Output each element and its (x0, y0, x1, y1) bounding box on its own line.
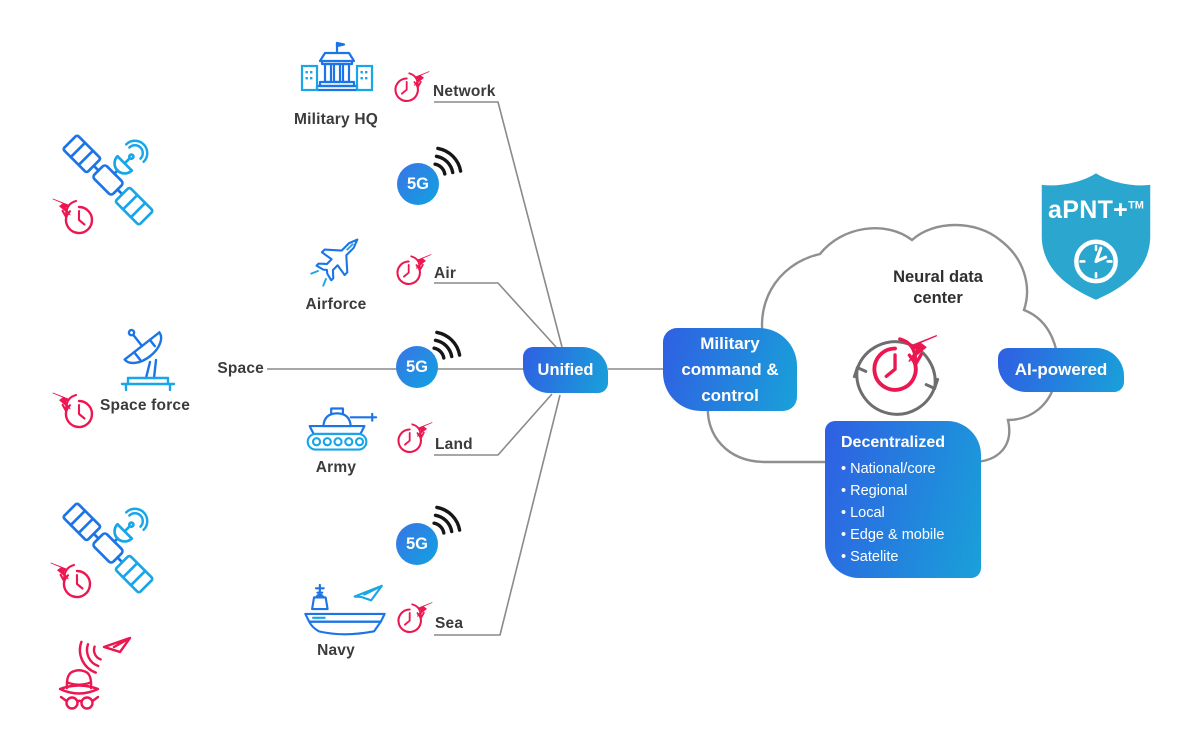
fighter-jet-icon (303, 224, 371, 292)
jamming-clock-icon (52, 392, 96, 432)
shield-clock-icon (1032, 170, 1160, 304)
decentralized-list: National/core Regional Local Edge & mobi… (841, 458, 973, 568)
apnt-badge: aPNT+TM (1040, 196, 1152, 225)
jamming-clock-icon (395, 421, 433, 457)
aircraft-carrier-icon (300, 582, 390, 642)
land-label: Land (435, 436, 473, 453)
hq-building-icon (298, 40, 376, 108)
jamming-clock-icon (50, 562, 94, 602)
space-force-label: Space force (100, 397, 191, 414)
list-item: National/core (841, 458, 973, 480)
jamming-clock-icon (392, 70, 430, 106)
network-label: Network (433, 83, 496, 100)
neural-data-center-label: Neural data center (893, 268, 983, 307)
tank-icon (296, 404, 382, 456)
jamming-clock-icon (868, 334, 938, 398)
ai-powered-node: AI-powered (998, 348, 1124, 392)
army-label: Army (315, 459, 357, 476)
jamming-clock-icon (52, 198, 96, 238)
5g-badge: 5G (396, 523, 438, 565)
unified-node: Unified (523, 347, 608, 393)
5g-label: 5G (405, 357, 428, 376)
military-hq-label: Military HQ (293, 111, 379, 128)
list-item: Regional (841, 480, 973, 502)
apnt-label: aPNT+ (1048, 196, 1129, 224)
military-command-node: Military command & control (663, 328, 797, 411)
list-item: Edge & mobile (841, 524, 973, 546)
jamming-clock-icon (394, 253, 432, 289)
spy-spoofer-icon (46, 636, 138, 714)
5g-label: 5G (406, 174, 429, 193)
military-command-label: Military command & control (681, 333, 779, 405)
jamming-clock-icon (395, 601, 433, 637)
5g-badge: 5G (397, 163, 439, 205)
trademark-label: TM (1128, 199, 1144, 212)
air-label: Air (434, 265, 457, 282)
space-label: Space (217, 360, 264, 377)
connector-network-line (434, 101, 563, 348)
connector-land-line (434, 393, 553, 456)
unified-label: Unified (537, 360, 594, 379)
5g-badge: 5G (396, 346, 438, 388)
navy-label: Navy (317, 642, 355, 659)
5g-label: 5G (405, 534, 428, 553)
list-item: Local (841, 502, 973, 524)
dish-antenna-icon (106, 316, 190, 396)
airforce-label: Airforce (305, 296, 367, 313)
list-item: Satelite (841, 546, 973, 568)
ai-powered-label: AI-powered (1014, 360, 1108, 379)
sea-label: Sea (435, 615, 464, 632)
decentralized-node: Decentralized National/core Regional Loc… (825, 421, 981, 578)
connector-sea-line (434, 394, 561, 636)
connector-air-line (434, 282, 557, 348)
decentralized-title: Decentralized (841, 434, 946, 451)
